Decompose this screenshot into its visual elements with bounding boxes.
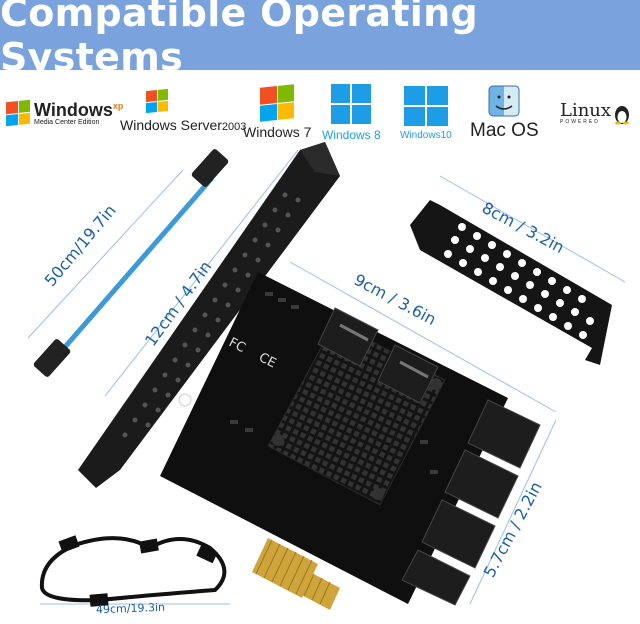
windows-10-logo: Windows10 — [400, 78, 452, 148]
os-name-xp: Windows — [34, 99, 113, 120]
low-profile-bracket — [410, 200, 612, 365]
mac-os-logo: Mac OS — [470, 78, 539, 148]
sata-cable — [33, 149, 229, 377]
os-sub-linux: POWERED — [560, 118, 600, 125]
windows-xp-logo: Windowsxp Media Center Edition — [6, 78, 123, 148]
rohs-mark — [178, 393, 192, 407]
sata-connector-bottom — [33, 339, 71, 377]
full-height-bracket — [78, 142, 340, 488]
finder-icon — [488, 85, 520, 117]
os-suffix-server: 2003 — [221, 121, 247, 133]
os-suffix-xp: xp — [112, 100, 124, 111]
os-name-win7: Windows 7 — [243, 124, 312, 140]
windows-server-logo: Windows Server2003 — [120, 78, 246, 148]
bracket-vent-holes — [444, 223, 594, 339]
os-name-win10: Windows10 — [400, 129, 452, 141]
label-power-cable: 49cm/19.3in — [95, 600, 166, 617]
linux-logo: Linux POWERED — [560, 78, 631, 148]
tux-icon — [615, 106, 630, 125]
sata-cable-wire — [56, 176, 214, 357]
os-name-mac: Mac OS — [470, 120, 539, 141]
os-name-linux: Linux — [560, 99, 612, 121]
power-splitter-cable — [39, 535, 227, 607]
sata-ports-side — [401, 399, 541, 606]
ce-mark: CE — [256, 350, 278, 371]
pcie-card: FC CE — [160, 272, 541, 610]
banner-title: Compatible Operating Systems — [0, 0, 478, 79]
windows-8-logo: Windows 8 — [322, 78, 381, 148]
os-name-server: Windows Server — [120, 117, 222, 133]
os-logo-row: Windowsxp Media Center Edition Windows S… — [0, 78, 640, 148]
os-sub-xp: Media Center Edition — [34, 118, 100, 126]
os-name-win8: Windows 8 — [322, 128, 381, 142]
dimension-lines — [27, 149, 626, 605]
windows-7-logo: Windows 7 — [243, 78, 311, 148]
windows-10-icon — [403, 85, 448, 126]
sata-ports-top — [317, 307, 439, 404]
fcc-mark: FC — [226, 335, 248, 356]
windows-8-icon — [331, 84, 372, 124]
sata-connector-top — [191, 149, 229, 187]
title-banner: Compatible Operating Systems — [0, 0, 640, 79]
